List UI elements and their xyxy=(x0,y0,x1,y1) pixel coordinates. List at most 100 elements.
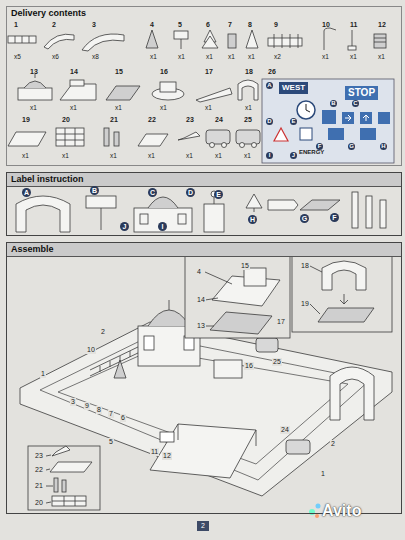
quantity-label: x1 xyxy=(150,53,157,61)
callout-number: 16 xyxy=(244,362,254,370)
label-letter: C xyxy=(148,188,157,197)
sticker-letter: I xyxy=(266,152,273,159)
part-number: 18 xyxy=(245,68,253,76)
callout-number: 1 xyxy=(320,470,326,478)
part-number: 2 xyxy=(52,21,56,29)
quantity-label: x1 xyxy=(215,152,222,160)
section-heading: Label instruction xyxy=(7,173,401,187)
quantity-label: x1 xyxy=(178,53,185,61)
callout-number: 24 xyxy=(280,426,290,434)
callout-number: 15 xyxy=(240,262,250,270)
part-number: 7 xyxy=(228,21,232,29)
callout-number: 3 xyxy=(70,398,76,406)
callout-number: 1 xyxy=(40,370,46,378)
quantity-label: x1 xyxy=(350,53,357,61)
callout-number: 2 xyxy=(330,440,336,448)
quantity-label: x1 xyxy=(248,53,255,61)
callout-number: 13 xyxy=(196,322,206,330)
quantity-label: x1 xyxy=(205,104,212,112)
quantity-label: x1 xyxy=(22,152,29,160)
sticker-letter: B xyxy=(330,100,337,107)
section-heading: Assemble xyxy=(7,243,401,257)
page-number: 2 xyxy=(197,521,209,531)
quantity-label: x1 xyxy=(378,53,385,61)
part-number: 14 xyxy=(70,68,78,76)
part-number: 10 xyxy=(322,21,330,29)
callout-number: 18 xyxy=(300,262,310,270)
sticker-letter: F xyxy=(316,143,323,150)
part-number: 19 xyxy=(22,116,30,124)
label-panel: Label instruction xyxy=(6,172,402,236)
callout-number: 2 xyxy=(100,328,106,336)
part-number: 3 xyxy=(92,21,96,29)
sticker-letter: G xyxy=(348,143,355,150)
label-letter: B xyxy=(90,186,99,195)
label-letter: I xyxy=(158,222,167,231)
callout-number: 12 xyxy=(162,452,172,460)
callout-number: 21 xyxy=(34,482,44,490)
quantity-label: x8 xyxy=(92,53,99,61)
sticker-text: WEST xyxy=(279,82,308,94)
part-number: 11 xyxy=(350,21,357,29)
quantity-label: x6 xyxy=(52,53,59,61)
quantity-label: x5 xyxy=(14,53,21,61)
callout-number: 20 xyxy=(34,499,44,507)
part-number: 15 xyxy=(115,68,123,76)
callout-number: 19 xyxy=(300,300,310,308)
callout-number: 10 xyxy=(86,346,96,354)
contents-panel: Delivery contentsWESTSTOPENERGY xyxy=(6,6,402,166)
quantity-label: x1 xyxy=(186,152,193,160)
section-heading: Delivery contents xyxy=(7,7,401,20)
part-number: 16 xyxy=(160,68,168,76)
part-number: 17 xyxy=(205,68,213,76)
callout-number: 8 xyxy=(96,406,102,414)
callout-number: 11 xyxy=(150,448,159,456)
quantity-label: x2 xyxy=(274,53,281,61)
label-letter: G xyxy=(300,214,309,223)
callout-number: 25 xyxy=(272,358,282,366)
callout-number: 14 xyxy=(196,296,206,304)
part-number: 8 xyxy=(248,21,252,29)
part-number: 9 xyxy=(274,21,278,29)
part-number: 1 xyxy=(14,21,18,29)
sticker-letter: H xyxy=(380,143,387,150)
label-letter: J xyxy=(120,222,129,231)
part-number: 26 xyxy=(268,68,276,76)
part-number: 22 xyxy=(148,116,156,124)
callout-number: 17 xyxy=(276,318,286,326)
part-number: 21 xyxy=(110,116,118,124)
part-number: 25 xyxy=(244,116,252,124)
label-letter: A xyxy=(22,188,31,197)
watermark: Avito xyxy=(322,502,361,520)
sticker-text: STOP xyxy=(345,86,378,100)
quantity-label: x1 xyxy=(115,104,122,112)
quantity-label: x1 xyxy=(148,152,155,160)
part-number: 4 xyxy=(150,21,154,29)
quantity-label: x1 xyxy=(30,104,37,112)
label-letter: D xyxy=(186,188,195,197)
quantity-label: x1 xyxy=(322,53,329,61)
label-letter: E xyxy=(214,190,223,199)
quantity-label: x1 xyxy=(160,104,167,112)
quantity-label: x1 xyxy=(228,53,235,61)
callout-number: 6 xyxy=(120,414,126,422)
part-number: 5 xyxy=(178,21,182,29)
sticker-letter: C xyxy=(352,100,359,107)
quantity-label: x1 xyxy=(62,152,69,160)
label-letter: H xyxy=(248,215,257,224)
quantity-label: x1 xyxy=(206,53,213,61)
callout-number: 23 xyxy=(34,452,44,460)
sticker-letter: J xyxy=(290,152,297,159)
quantity-label: x1 xyxy=(244,152,251,160)
sticker-letter: D xyxy=(266,118,273,125)
sticker-letter: A xyxy=(266,82,273,89)
part-number: 24 xyxy=(215,116,223,124)
quantity-label: x1 xyxy=(70,104,77,112)
callout-number: 22 xyxy=(34,466,44,474)
callout-number: 9 xyxy=(84,402,90,410)
part-number: 23 xyxy=(186,116,194,124)
assemble-panel: Assemble xyxy=(6,242,402,514)
sticker-letter: E xyxy=(290,118,297,125)
sticker-sheet: WESTSTOPENERGY xyxy=(262,79,394,163)
